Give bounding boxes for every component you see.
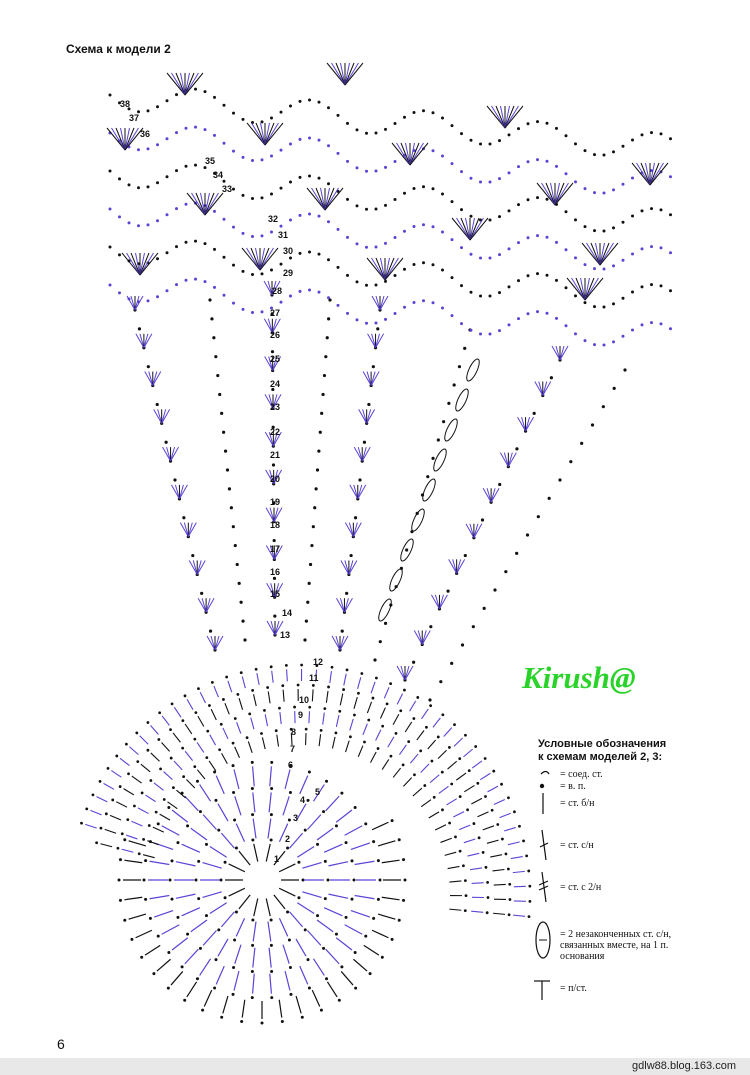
row-number: 16 — [270, 567, 280, 577]
legend-title: Условные обозначения к схемам моделей 2,… — [538, 738, 667, 763]
page-title: Схема к модели 2 — [66, 42, 171, 56]
row-number: 18 — [270, 520, 280, 530]
joining-stitch-icon — [540, 770, 550, 775]
footer-bar — [0, 1058, 750, 1075]
row-number: 14 — [282, 608, 292, 618]
row-number: 21 — [270, 450, 280, 460]
row-number: 5 — [315, 787, 320, 797]
cluster-icon — [535, 921, 551, 959]
row-number: 32 — [268, 214, 278, 224]
legend-label-chain: = в. п. — [560, 781, 586, 792]
fan-section — [106, 62, 672, 702]
treble-crochet-icon — [538, 871, 549, 903]
row-number: 23 — [270, 402, 280, 412]
row-number: 26 — [270, 330, 280, 340]
row-number: 38 — [120, 99, 130, 109]
row-number: 17 — [270, 544, 280, 554]
row-number: 36 — [140, 129, 150, 139]
legend-label-single: = ст. б/н — [560, 798, 595, 809]
row-number: 11 — [309, 673, 319, 683]
page-number: 6 — [57, 1036, 65, 1052]
row-number: 20 — [270, 474, 280, 484]
legend-label-cluster: = 2 незаконченных ст. с/н, связанных вме… — [560, 929, 672, 962]
row-number: 22 — [270, 427, 280, 437]
legend-label-half-double: = п/ст. — [560, 983, 587, 994]
row-number: 27 — [270, 308, 280, 318]
row-number: 10 — [299, 695, 309, 705]
row-number: 28 — [272, 286, 282, 296]
row-number: 1 — [274, 854, 279, 864]
row-number: 19 — [270, 497, 280, 507]
row-number: 8 — [291, 727, 296, 737]
legend-label-double: = ст. с/н — [560, 840, 594, 851]
row-number: 2 — [285, 834, 290, 844]
circle-motif — [80, 663, 532, 1025]
row-numbers: 1234567891011121314151617181920212223242… — [120, 99, 323, 864]
row-number: 35 — [205, 156, 215, 166]
row-number: 33 — [222, 184, 232, 194]
row-number: 9 — [298, 710, 303, 720]
row-number: 24 — [270, 379, 280, 389]
watermark: Kirush@ — [522, 660, 636, 695]
legend-label-joining: = соед. ст. — [560, 769, 603, 780]
row-number: 37 — [129, 113, 139, 123]
chain-stitch-icon — [539, 783, 545, 789]
row-number: 25 — [270, 354, 280, 364]
half-double-icon — [534, 980, 550, 1000]
row-number: 6 — [288, 760, 293, 770]
legend-label-treble: = ст. с 2/н — [560, 882, 602, 893]
row-number: 7 — [290, 744, 295, 754]
row-number: 34 — [213, 170, 223, 180]
row-number: 15 — [270, 589, 280, 599]
footer-url: gdlw88.blog.163.com — [632, 1060, 736, 1072]
row-number: 4 — [300, 795, 305, 805]
row-number: 13 — [280, 630, 290, 640]
row-number: 31 — [278, 230, 288, 240]
double-crochet-icon — [539, 829, 549, 861]
row-number: 12 — [313, 657, 323, 667]
row-number: 3 — [293, 813, 298, 823]
row-number: 30 — [283, 246, 293, 256]
row-number: 29 — [283, 268, 293, 278]
